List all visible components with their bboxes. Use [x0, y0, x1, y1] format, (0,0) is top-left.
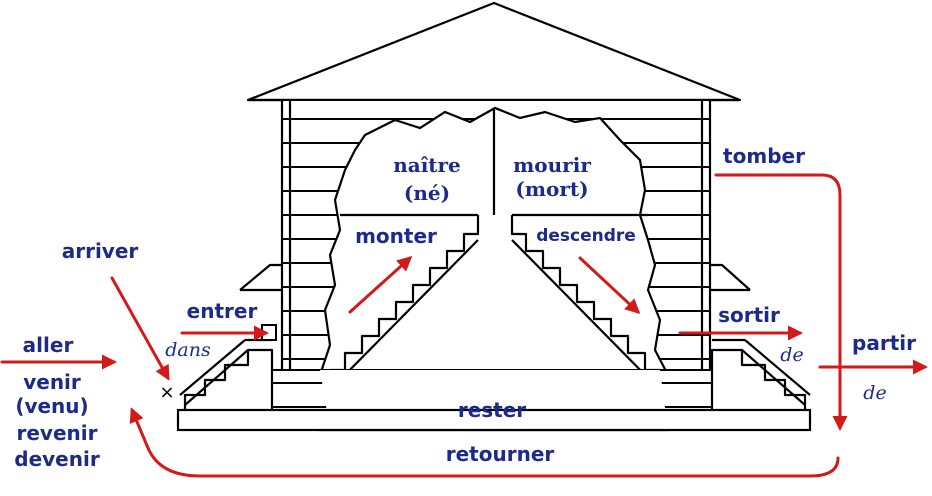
arrow-descendre [578, 256, 641, 315]
stairs-down [510, 215, 661, 391]
label-rester: rester [458, 398, 526, 422]
stairs-up [329, 215, 480, 391]
label-naitre: naître [393, 153, 461, 177]
label-venir: venir [23, 370, 81, 394]
label-partir: partir [852, 331, 916, 355]
label-mourir: mourir [513, 153, 591, 177]
foundation [176, 369, 812, 432]
arrows [0, 173, 928, 478]
label-retourner: retourner [446, 442, 555, 466]
roof [246, 1, 742, 102]
arrow-tomber [714, 173, 848, 431]
label-monter: monter [355, 224, 437, 248]
arrow-arriver [110, 276, 170, 381]
arrow-retourner [129, 407, 840, 478]
label-tomber: tomber [723, 144, 805, 168]
arrow-monter [348, 255, 413, 314]
cross-mark: × [159, 382, 174, 403]
label-venu: (venu) [15, 394, 88, 418]
label-devenir: devenir [14, 447, 100, 471]
label-sortir: sortir [718, 303, 780, 327]
labels: naître (né) mourir (mort) monter descend… [14, 144, 916, 471]
side-eaves [239, 263, 751, 292]
label-mort: (mort) [515, 177, 588, 201]
label-aller: aller [23, 333, 74, 357]
label-arriver: arriver [62, 239, 139, 263]
label-revenir: revenir [17, 421, 98, 445]
label-de-sortir: de [780, 344, 803, 366]
label-de-partir: de [863, 382, 886, 404]
right-porch-steps [710, 338, 811, 410]
label-entrer: entrer [187, 299, 258, 323]
label-dans: dans [165, 339, 211, 361]
label-descendre: descendre [536, 226, 636, 246]
cutaway-interior [318, 106, 670, 432]
label-ne: (né) [404, 181, 450, 205]
